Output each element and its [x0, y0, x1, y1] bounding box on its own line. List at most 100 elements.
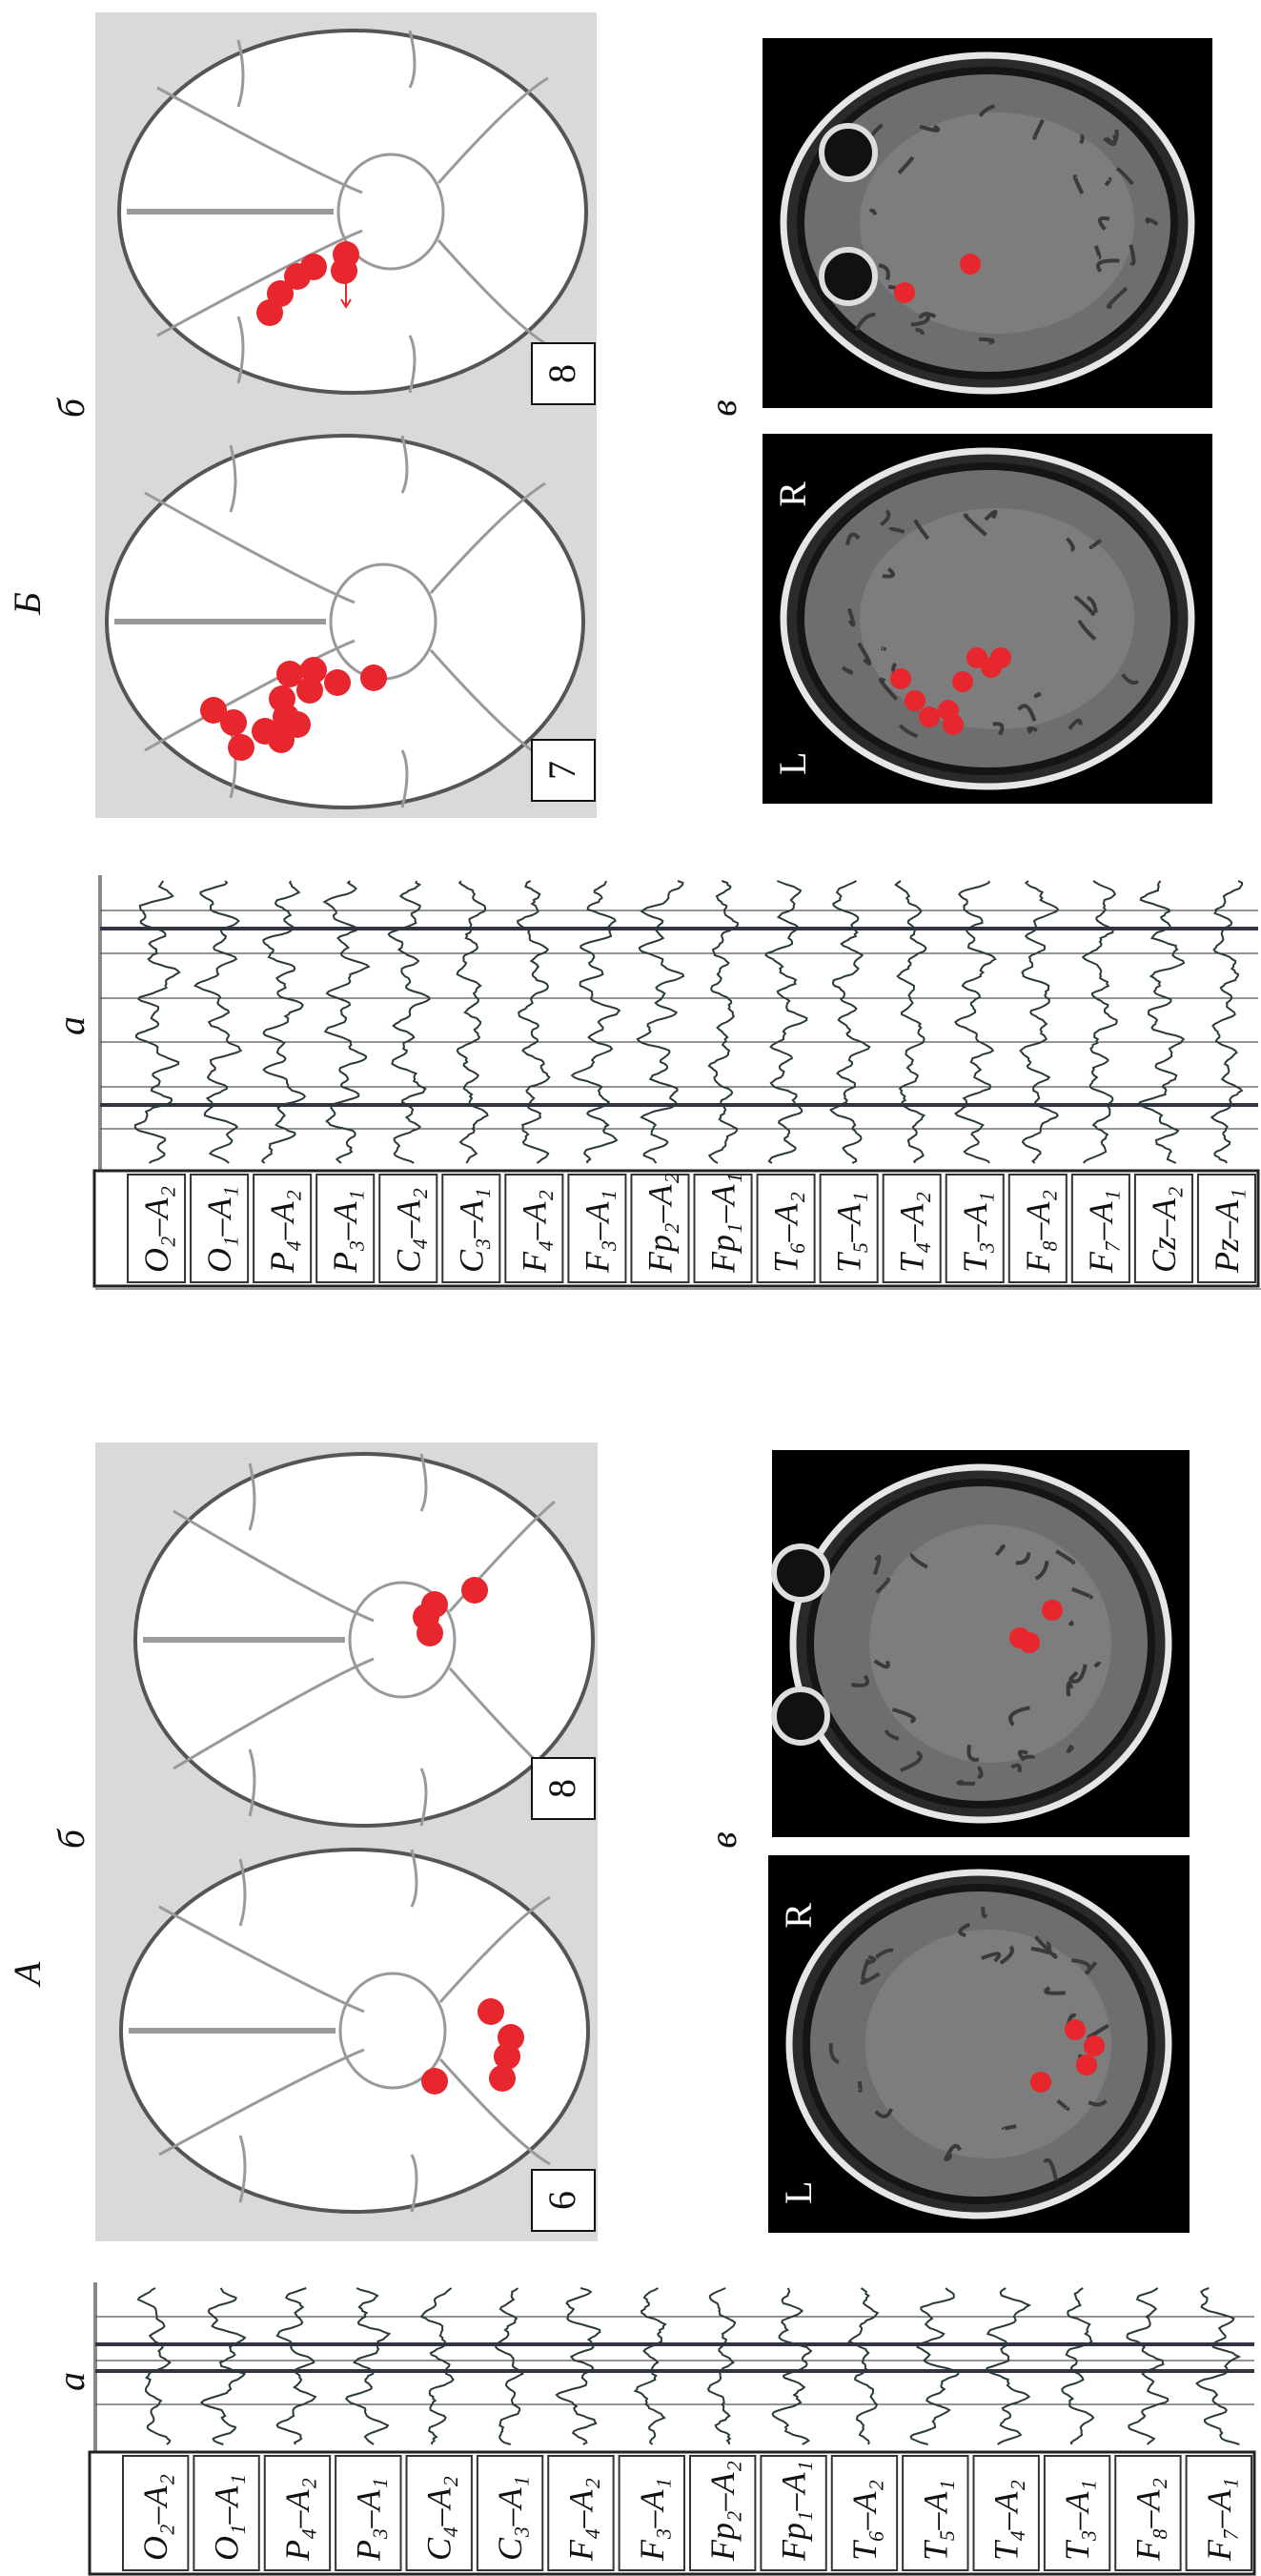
eeg-trace — [829, 880, 871, 1164]
source-marker — [1084, 2035, 1105, 2056]
channel-cell — [1133, 1174, 1193, 1283]
eeg-trace — [555, 2287, 601, 2445]
eeg-trace — [275, 2287, 317, 2445]
eeg-trace — [1195, 2287, 1242, 2445]
mri-slice — [771, 1450, 1190, 1837]
channel-cell — [1070, 1174, 1130, 1283]
schematic-label: б — [50, 1828, 92, 1849]
eeg-trace — [1019, 880, 1060, 1164]
channel-label: O₁–A₁ — [208, 2474, 246, 2561]
slice-number-box — [531, 739, 596, 802]
eeg-trace — [764, 880, 808, 1164]
source-marker — [1019, 1632, 1040, 1653]
brain-schematic: 8 — [117, 29, 596, 405]
source-marker — [990, 647, 1011, 668]
eeg-trace — [909, 2287, 960, 2445]
channel-cell — [756, 1174, 816, 1283]
channel-cell — [972, 2455, 1040, 2571]
channel-cell — [567, 1174, 627, 1283]
eeg-trace — [771, 2287, 813, 2445]
channel-cell — [1196, 1174, 1257, 1283]
slice-number-box — [531, 342, 596, 405]
channel-label: C₄–A₂ — [389, 1188, 427, 1273]
mri-slice: LR — [768, 1855, 1190, 2233]
channel-label: C₃–A₁ — [491, 2476, 529, 2561]
eeg-trace — [636, 880, 685, 1164]
eeg-trace — [1136, 880, 1186, 1164]
eeg-trace — [1061, 2287, 1095, 2445]
source-marker — [461, 1577, 488, 1604]
slice-number-box — [531, 1757, 596, 1820]
source-marker — [331, 257, 357, 284]
panel-label: А — [6, 1961, 49, 1988]
source-marker — [489, 2065, 516, 2092]
schematic-label: б — [50, 397, 92, 418]
channel-cell — [190, 1174, 250, 1283]
mri-slice — [763, 38, 1212, 408]
brain-schematic: 8 — [133, 1452, 596, 1828]
source-marker — [894, 282, 915, 303]
channel-label: F₈–A₂ — [1129, 2478, 1167, 2562]
channel-cell — [405, 2455, 473, 2571]
eeg-trace — [706, 2287, 737, 2445]
channel-cell — [819, 1174, 879, 1283]
channel-label: T₅–A₁ — [916, 2480, 954, 2561]
right-side-label: R — [771, 481, 814, 507]
eeg-trace — [419, 2287, 455, 2445]
channel-label: P₃–A₁ — [326, 1190, 364, 1274]
channel-label: O₁–A₁ — [200, 1186, 238, 1273]
channel-cell — [1114, 2455, 1182, 2571]
eeg-trace — [322, 880, 371, 1164]
source-marker — [943, 714, 964, 735]
channel-cell — [378, 1174, 438, 1283]
source-marker — [494, 2043, 520, 2070]
channel-cell — [693, 1174, 753, 1283]
slice-number: 8 — [540, 364, 583, 383]
eeg-trace — [985, 2287, 1032, 2445]
eeg-trace — [494, 2287, 525, 2445]
channel-label: P₃–A₁ — [349, 2478, 387, 2562]
channel-label: F₇–A₁ — [1200, 2478, 1238, 2562]
channel-label: T₃–A₁ — [1058, 2480, 1096, 2561]
channel-label: Fp₂–A₂ — [641, 1173, 679, 1274]
channel-cell — [315, 1174, 376, 1283]
source-marker — [919, 706, 940, 727]
channel-cell — [882, 1174, 942, 1283]
channel-cell — [476, 2455, 544, 2571]
source-marker — [296, 677, 323, 704]
eeg-trace — [260, 880, 307, 1164]
slice-number: 6 — [540, 2191, 583, 2210]
channel-label: F₃–A₁ — [633, 2478, 671, 2562]
channel-cell — [253, 1174, 313, 1283]
source-marker — [1042, 1600, 1063, 1621]
channel-cell — [263, 2455, 332, 2571]
source-marker — [252, 718, 278, 745]
source-marker — [890, 668, 911, 689]
source-marker — [200, 697, 227, 724]
channel-label: Fp₁–A₁ — [775, 2461, 813, 2562]
eeg-trace — [344, 2287, 392, 2445]
channel-label: P₄–A₂ — [263, 1190, 301, 1274]
channel-label: Pz–A₁ — [1208, 1188, 1246, 1274]
channel-cell — [1043, 2455, 1111, 2571]
eeg-trace — [193, 880, 243, 1164]
brain-schematic: 6 — [119, 1848, 596, 2232]
channel-cell — [630, 1174, 690, 1283]
channel-cell — [122, 2455, 190, 2571]
channel-label: T₄–A₂ — [987, 2480, 1026, 2561]
channel-label: P₄–A₂ — [278, 2478, 316, 2562]
source-marker — [478, 1998, 504, 2025]
eeg-trace — [707, 880, 740, 1164]
channel-label: F₄–A₂ — [561, 2478, 600, 2562]
source-marker — [273, 704, 299, 730]
source-marker — [960, 254, 981, 275]
left-side-label: L — [777, 2181, 820, 2204]
eeg-trace — [136, 2287, 172, 2445]
channel-label: F₃–A₁ — [578, 1190, 616, 1274]
source-marker — [220, 709, 247, 736]
channel-label: T₄–A₂ — [893, 1192, 931, 1273]
